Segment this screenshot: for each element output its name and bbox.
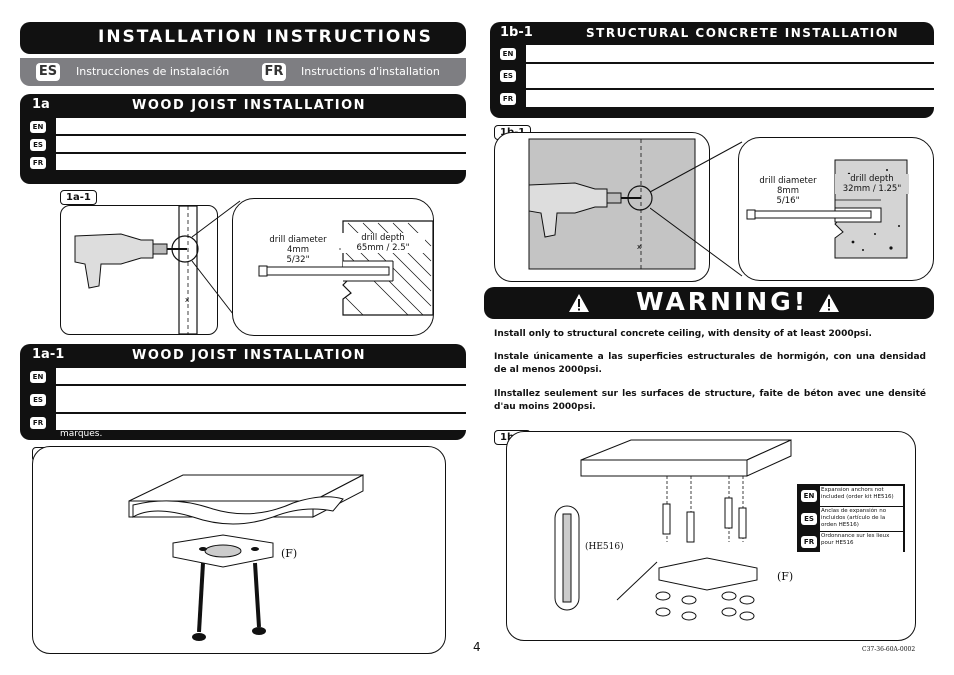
section-1a-number: 1a xyxy=(32,97,50,112)
fig-1b1-drill-panel: x xyxy=(494,132,710,282)
section-1a: 1a WOOD JOIST INSTALLATION Ensure that h… xyxy=(20,94,466,184)
es-title: Instrucciones de instalación xyxy=(76,65,230,78)
section-1a1-title: WOOD JOIST INSTALLATION xyxy=(132,348,366,363)
warning-text-fr: Ilnstallez seulement sur les surfaces de… xyxy=(494,389,926,412)
concrete-mount-illustration xyxy=(554,439,792,621)
es-badge: ES xyxy=(36,63,60,81)
wood-mount-illustration xyxy=(128,474,364,641)
warning-triangle-icon xyxy=(569,294,589,312)
section-1a-title: WOOD JOIST INSTALLATION xyxy=(132,98,366,113)
anchor-label: (HE516) xyxy=(585,542,624,552)
section-1a1-number: 1a-1 xyxy=(32,347,65,362)
fr-badge: FR xyxy=(30,157,46,169)
es-badge: ES xyxy=(30,139,46,151)
warning-bar: WARNING! xyxy=(484,287,934,319)
section-1b1-row-fr: Utilisez un 8mm-5/16" bits de maçonnerie… xyxy=(526,90,934,108)
warning-text-es: Instale únicamente a las superficies est… xyxy=(494,352,926,375)
wood-section-drawing xyxy=(258,220,433,316)
section-1a-row-es: Asegũrese de que los agujeros están en e… xyxy=(56,136,466,153)
svg-text:x: x xyxy=(185,296,189,304)
warning-title: WARNING! xyxy=(636,287,809,316)
zoom-connector xyxy=(650,141,743,277)
warning-triangle-icon xyxy=(819,294,839,312)
fr-badge: FR xyxy=(262,63,286,81)
section-1b1-row-es: Use un 8mm - 5/16" broca de hormigón par… xyxy=(526,64,934,89)
fig-1b2-panel: (HE516) (F) Expansion anchors not includ… xyxy=(506,431,916,641)
anchor-notes: Expansion anchors not included (order ki… xyxy=(797,484,905,552)
section-1a1-row-en: Use a 4mm - 5/32" wood bit to make a 65m… xyxy=(56,368,466,385)
page-title: INSTALLATION INSTRUCTIONS xyxy=(98,27,433,47)
section-1b1-number: 1b-1 xyxy=(500,25,533,40)
section-1b1-title: STRUCTURAL CONCRETE INSTALLATION xyxy=(586,26,899,40)
section-1b1-row-en: Use a 8mm - 5/16" masonry bit to make a … xyxy=(526,45,934,63)
fr-badge: FR xyxy=(30,417,46,429)
fr-badge: FR xyxy=(500,93,516,105)
fig-1b1-detail-panel: drill diameter 8mm 5/16" drill depth 32m… xyxy=(738,137,934,281)
drill-diameter-label: drill diameter 8mm 5/16" xyxy=(759,176,817,206)
warning-text-en: Install only to structural concrete ceil… xyxy=(494,329,872,339)
fr-badge: FR xyxy=(801,536,817,548)
page-number: 4 xyxy=(473,640,481,654)
drill-concrete-illustration: x xyxy=(528,138,696,270)
section-1a1-row-es: Use un 4 mm - 5 / 32" poco de madera par… xyxy=(56,386,466,413)
svg-text:x: x xyxy=(637,243,641,251)
section-1a-row-fr: Veiller à ce que les trous sont au centr… xyxy=(56,154,466,171)
document-code: C37-36-60A-0002 xyxy=(862,646,916,653)
es-badge: ES xyxy=(801,513,817,525)
en-badge: EN xyxy=(500,48,516,60)
es-badge: ES xyxy=(500,70,516,82)
fr-title: Instructions d'installation xyxy=(301,65,440,78)
en-badge: EN xyxy=(30,121,46,133)
fig-1a2-panel: (F) xyxy=(32,446,446,654)
drill-diameter-label: drill diameter 4mm 5/32" xyxy=(269,235,327,265)
note-es: Anclas de expansión no incluidos (artícu… xyxy=(820,507,903,531)
section-1a-row-en: Ensure that holes are on center of wood … xyxy=(56,118,466,135)
part-label-f: (F) xyxy=(777,570,794,583)
fig-1a1-tag: 1a-1 xyxy=(60,190,97,205)
note-fr: Ordonnance sur les lieux pour HE516 xyxy=(820,532,903,552)
es-badge: ES xyxy=(30,394,46,406)
drill-depth-label: drill depth 65mm / 2.5" xyxy=(341,233,425,253)
drill-depth-label: drill depth 32mm / 1.25" xyxy=(835,174,909,194)
fig-1a1-detail-panel: drill diameter 4mm 5/32" drill depth 65m… xyxy=(232,198,434,336)
note-en: Expansion anchors not included (order ki… xyxy=(820,486,903,506)
header-title-bar: INSTALLATION INSTRUCTIONS xyxy=(20,22,466,54)
en-badge: EN xyxy=(30,371,46,383)
fig-1a1-drill-panel: x xyxy=(60,205,218,335)
en-badge: EN xyxy=(801,490,817,502)
language-bar: ES Instrucciones de instalación FR Instr… xyxy=(20,58,466,86)
section-1a1: 1a-1 WOOD JOIST INSTALLATION Use a 4mm -… xyxy=(20,344,466,440)
section-1b1: 1b-1 STRUCTURAL CONCRETE INSTALLATION Us… xyxy=(490,22,934,118)
drill-wood-illustration: x xyxy=(74,205,199,335)
part-label-f: (F) xyxy=(281,547,298,560)
concrete-section-drawing xyxy=(746,159,908,259)
section-1a1-row-fr: Utilisez un 4mm - 5 / 32" bits du bois p… xyxy=(56,414,466,439)
